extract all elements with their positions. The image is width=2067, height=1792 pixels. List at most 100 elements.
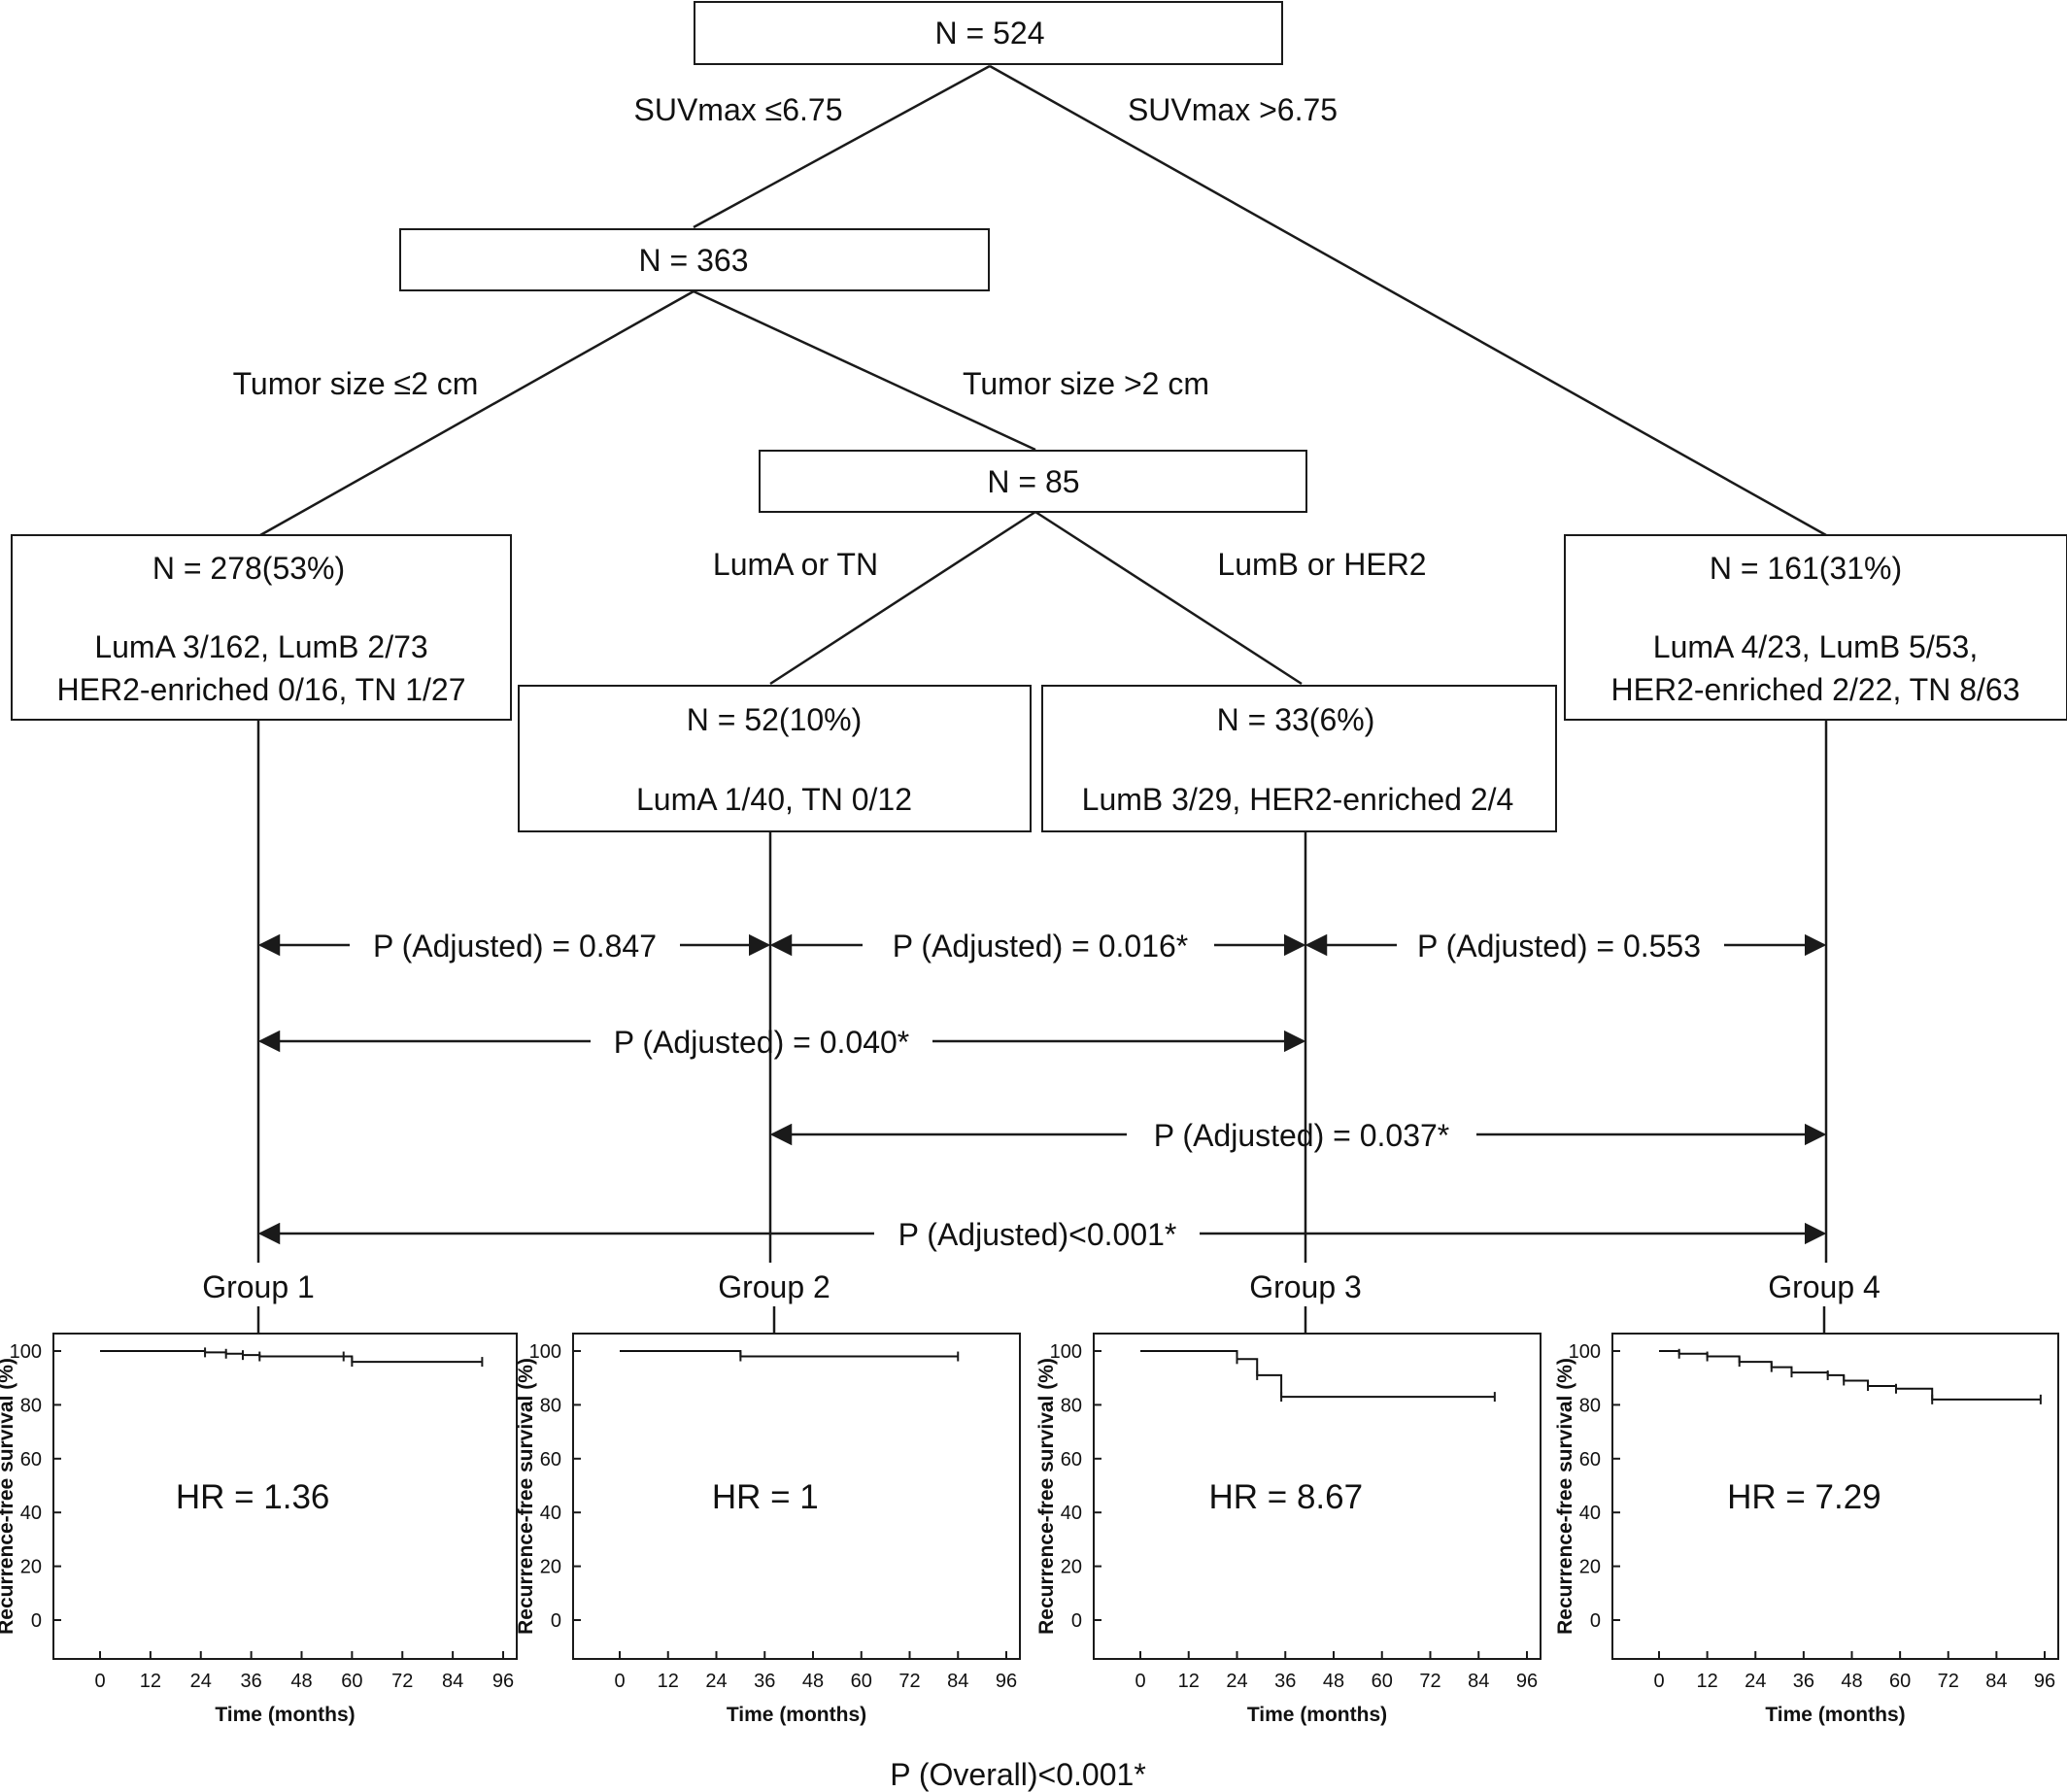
node-group4: N = 161(31%) LumA 4/23, LumB 5/53, HER2-…	[1564, 534, 2067, 721]
group2-line1: LumA 1/40, TN 0/12	[636, 782, 912, 817]
comparison-g3-g4-label: P (Adjusted) = 0.553	[1417, 929, 1701, 964]
group2-n: N = 52(10%)	[687, 702, 863, 737]
hazard-ratio-label: HR = 8.67	[1209, 1478, 1364, 1516]
x-tick-label: 24	[1745, 1671, 1766, 1692]
x-tick-label: 24	[1226, 1671, 1247, 1692]
hazard-ratio-label: HR = 7.29	[1727, 1478, 1881, 1516]
edge-n85-to-group2	[769, 510, 1036, 686]
y-tick-label: 20	[540, 1557, 561, 1578]
x-tick-label: 96	[492, 1671, 514, 1692]
y-tick-label: 100	[10, 1341, 42, 1363]
group-label-4: Group 4	[1768, 1269, 1881, 1304]
y-axis-label: Recurrence-free survival (%)	[515, 1358, 537, 1635]
y-tick-label: 40	[20, 1503, 42, 1524]
y-axis-label: Recurrence-free survival (%)	[1554, 1358, 1576, 1635]
x-tick-label: 0	[614, 1671, 625, 1692]
edge-label-size-low: Tumor size ≤2 cm	[233, 366, 479, 401]
group-label-3: Group 3	[1249, 1269, 1362, 1304]
x-axis-label: Time (months)	[727, 1704, 866, 1726]
node-n363-label: N = 363	[639, 243, 749, 278]
comparison-g2-g3-label: P (Adjusted) = 0.016*	[893, 929, 1189, 964]
x-tick-label: 84	[1468, 1671, 1489, 1692]
group3-line1: LumB 3/29, HER2-enriched 2/4	[1082, 782, 1514, 817]
x-tick-label: 12	[1178, 1671, 1200, 1692]
x-axis-label: Time (months)	[1247, 1704, 1387, 1726]
x-tick-label: 60	[1889, 1671, 1911, 1692]
x-tick-label: 84	[947, 1671, 968, 1692]
edge-label-lumb-her2: LumB or HER2	[1217, 547, 1426, 582]
edge-root-to-n363	[693, 64, 991, 229]
y-tick-label: 0	[31, 1610, 42, 1632]
y-tick-label: 40	[540, 1503, 561, 1524]
x-tick-label: 60	[341, 1671, 362, 1692]
comparison-g2-g3: P (Adjusted) = 0.016*	[769, 929, 1306, 964]
comparison-g1-g2-label: P (Adjusted) = 0.847	[373, 929, 657, 964]
node-group3: N = 33(6%) LumB 3/29, HER2-enriched 2/4	[1041, 685, 1557, 832]
y-tick-label: 0	[1590, 1610, 1601, 1632]
y-tick-label: 20	[1579, 1557, 1601, 1578]
overall-p-value: P (Overall)<0.001*	[890, 1757, 1146, 1792]
x-tick-label: 48	[290, 1671, 312, 1692]
x-tick-label: 0	[1135, 1671, 1145, 1692]
node-group1: N = 278(53%) LumA 3/162, LumB 2/73 HER2-…	[11, 534, 512, 721]
y-tick-label: 20	[1061, 1557, 1082, 1578]
plot-frame	[52, 1333, 518, 1660]
group1-n: N = 278(53%)	[152, 551, 345, 586]
node-group2: N = 52(10%) LumA 1/40, TN 0/12	[518, 685, 1032, 832]
y-tick-label: 80	[20, 1395, 42, 1416]
x-tick-label: 12	[658, 1671, 679, 1692]
x-tick-label: 60	[1372, 1671, 1393, 1692]
node-root: N = 524	[694, 1, 1283, 65]
x-axis-label: Time (months)	[215, 1704, 355, 1726]
x-tick-label: 0	[94, 1671, 105, 1692]
y-tick-label: 100	[1569, 1341, 1601, 1363]
x-tick-label: 36	[1274, 1671, 1296, 1692]
x-tick-label: 12	[1697, 1671, 1718, 1692]
x-tick-label: 12	[140, 1671, 161, 1692]
y-tick-label: 60	[540, 1449, 561, 1471]
group1-line1: LumA 3/162, LumB 2/73	[94, 629, 427, 664]
y-tick-label: 80	[1579, 1395, 1601, 1416]
hazard-ratio-label: HR = 1	[712, 1478, 819, 1516]
y-tick-label: 100	[1050, 1341, 1082, 1363]
group4-line1: LumA 4/23, LumB 5/53,	[1653, 629, 1978, 664]
edge-n363-to-group1	[259, 289, 695, 537]
x-tick-label: 0	[1653, 1671, 1664, 1692]
edge-root-to-group4	[989, 64, 1827, 537]
comparison-g1-g4: P (Adjusted)<0.001*	[257, 1217, 1827, 1252]
y-tick-label: 80	[1061, 1395, 1082, 1416]
group4-n: N = 161(31%)	[1710, 551, 1902, 586]
group-label-2: Group 2	[718, 1269, 830, 1304]
x-tick-label: 60	[851, 1671, 872, 1692]
x-tick-label: 48	[802, 1671, 824, 1692]
y-tick-label: 100	[529, 1341, 561, 1363]
x-tick-label: 24	[705, 1671, 727, 1692]
y-tick-label: 40	[1579, 1503, 1601, 1524]
y-tick-label: 80	[540, 1395, 561, 1416]
comparison-g2-g4-label: P (Adjusted) = 0.037*	[1154, 1118, 1450, 1153]
edge-n85-to-group3	[1034, 510, 1303, 686]
y-axis-label: Recurrence-free survival (%)	[1035, 1358, 1058, 1635]
node-n85: N = 85	[759, 450, 1307, 513]
y-tick-label: 0	[1071, 1610, 1082, 1632]
group-label-1: Group 1	[202, 1269, 315, 1304]
comparison-g1-g3: P (Adjusted) = 0.040*	[257, 1025, 1306, 1060]
y-tick-label: 60	[20, 1449, 42, 1471]
group3-n: N = 33(6%)	[1217, 702, 1375, 737]
x-tick-label: 96	[1516, 1671, 1538, 1692]
x-tick-label: 48	[1323, 1671, 1344, 1692]
x-axis-label: Time (months)	[1765, 1704, 1905, 1726]
x-tick-label: 72	[1419, 1671, 1440, 1692]
comparison-g2-g4: P (Adjusted) = 0.037*	[769, 1118, 1827, 1153]
x-tick-label: 84	[1985, 1671, 2007, 1692]
y-axis-label: Recurrence-free survival (%)	[0, 1358, 17, 1635]
x-tick-label: 24	[190, 1671, 212, 1692]
edge-n363-to-n85	[693, 289, 1036, 452]
node-n363: N = 363	[399, 228, 990, 291]
plot-frame	[572, 1333, 1021, 1660]
x-tick-label: 72	[898, 1671, 920, 1692]
